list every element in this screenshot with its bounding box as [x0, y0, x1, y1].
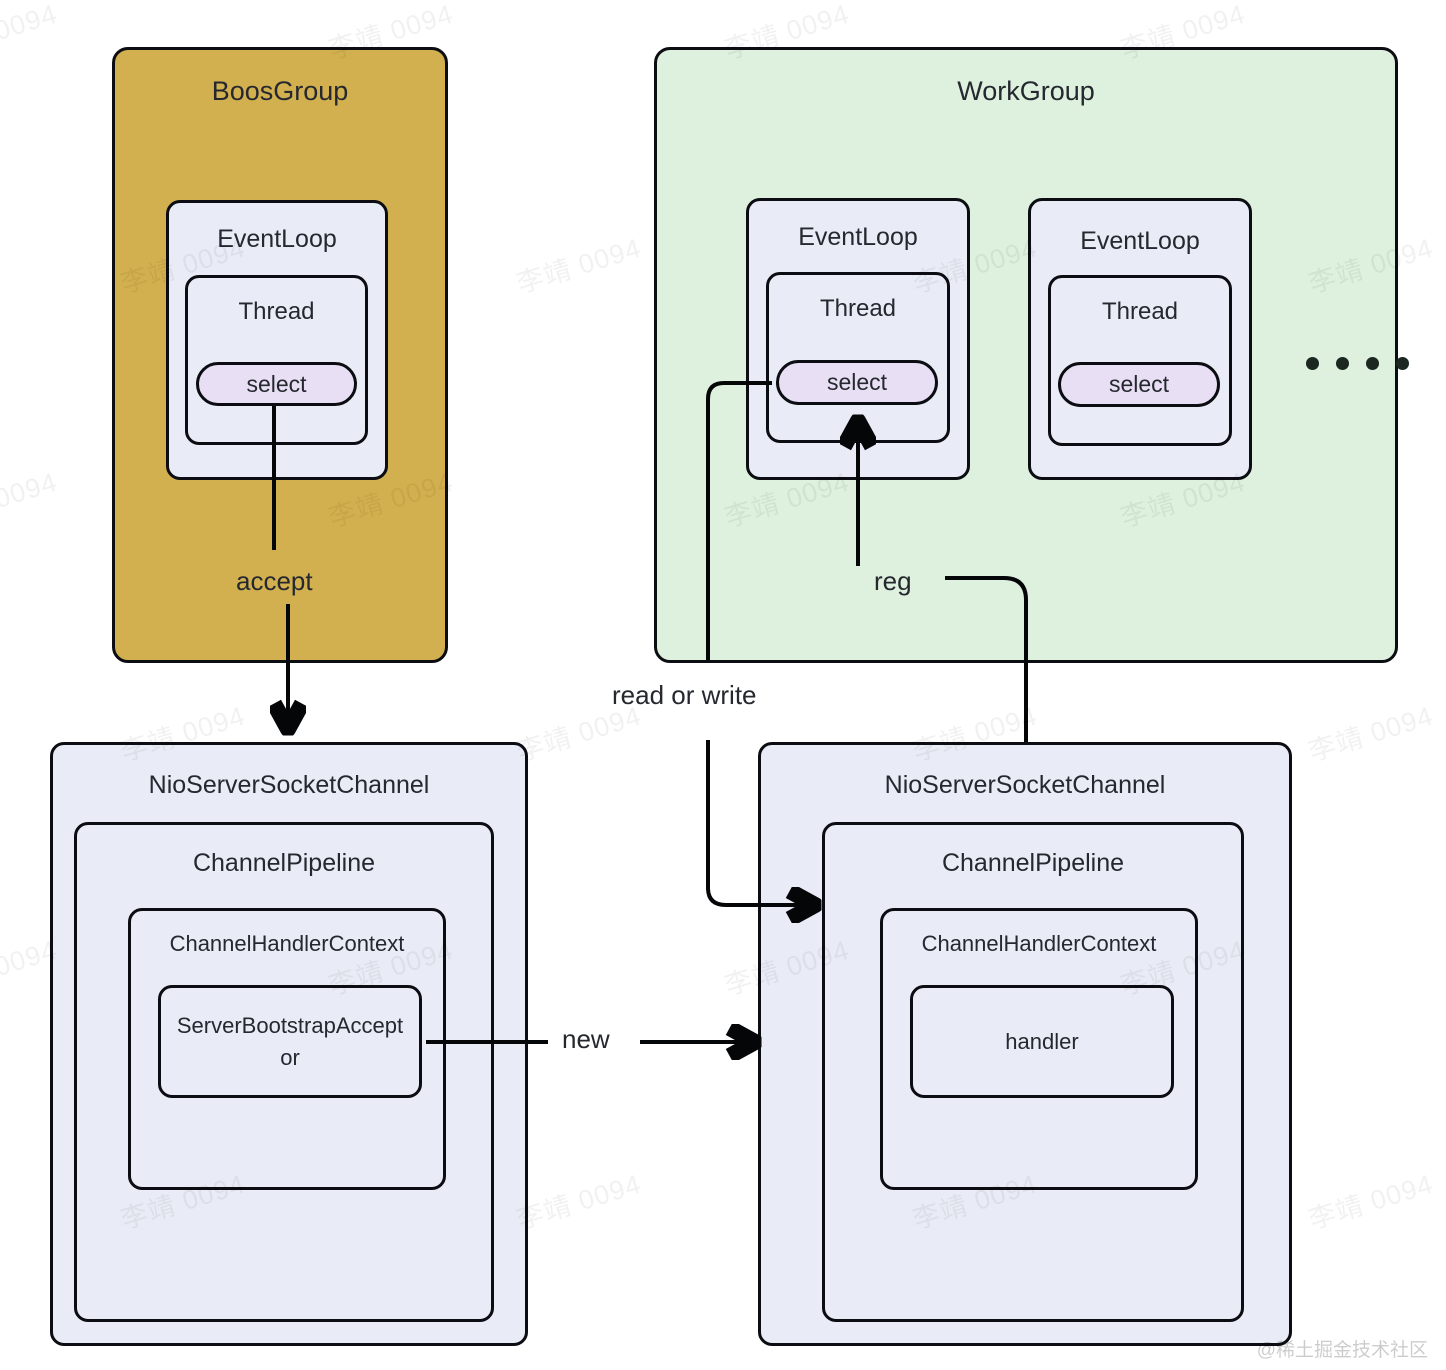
work-select-pill-2: select [1058, 362, 1220, 407]
left-pipeline-title: ChannelPipeline [192, 849, 376, 877]
left-context-title: ChannelHandlerContext [169, 931, 405, 956]
watermark-tile: 李靖 0094 [513, 232, 645, 300]
work-event-loop-title-2: EventLoop [1080, 227, 1200, 255]
boss-event-loop-title: EventLoop [217, 225, 337, 253]
boss-thread-title: Thread [238, 298, 315, 325]
work-thread-title-2: Thread [1101, 298, 1179, 325]
work-thread-box-1: Thread [766, 272, 950, 443]
work-select-pill-1: select [776, 360, 938, 405]
work-event-loop-title-1: EventLoop [798, 223, 918, 251]
right-pipeline-title: ChannelPipeline [941, 849, 1125, 877]
left-handler-box: ServerBootstrapAcceptor [158, 985, 422, 1098]
boss-thread-box: Thread [185, 275, 368, 445]
reg-label: reg [874, 566, 912, 596]
watermark-tile: 李靖 0094 [0, 466, 61, 533]
work-thread-box-2: Thread [1048, 275, 1232, 446]
new-label: new [562, 1024, 610, 1054]
watermark-tile: 李靖 0094 [0, 0, 61, 65]
accept-label: accept [236, 566, 313, 596]
right-handler-label: handler [1005, 1028, 1079, 1054]
ellipsis-dots-icon [1306, 357, 1409, 370]
left-handler-label: ServerBootstrapAcceptor [176, 1012, 404, 1070]
left-channel-title: NioServerSocketChannel [148, 771, 430, 799]
watermark-credit: @稀土掘金技术社区 [1256, 1340, 1428, 1361]
boss-group-title: BoosGroup [211, 76, 349, 106]
right-channel-title: NioServerSocketChannel [884, 771, 1166, 799]
watermark-tile: 李靖 0094 [1305, 700, 1437, 768]
work-thread-title-1: Thread [819, 295, 897, 322]
read-or-write-label: read or write [612, 680, 757, 710]
work-group-title: WorkGroup [957, 76, 1095, 106]
right-handler-box: handler [910, 985, 1174, 1098]
watermark-tile: 李靖 0094 [1305, 1168, 1437, 1236]
boss-select-pill: select [196, 362, 357, 406]
right-context-title: ChannelHandlerContext [921, 931, 1157, 956]
watermark-tile: 李靖 0094 [513, 1168, 645, 1236]
